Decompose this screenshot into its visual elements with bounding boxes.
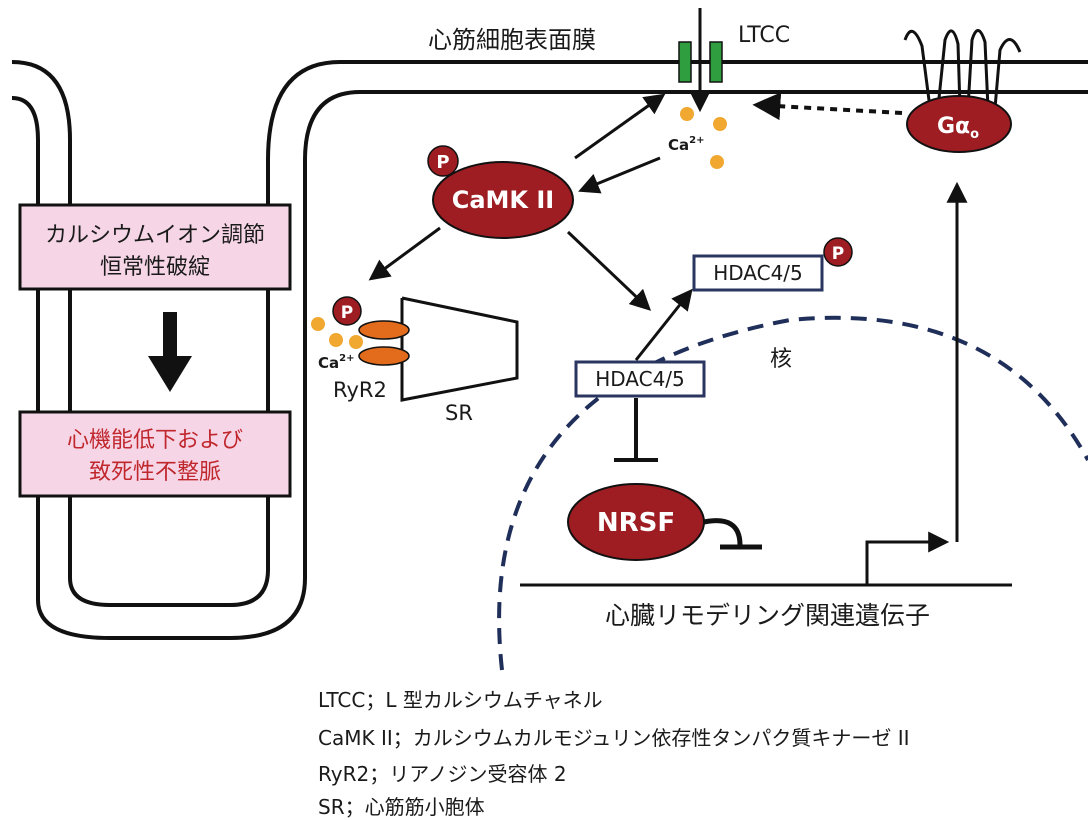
downward-arrow	[148, 312, 192, 392]
ca-ryr-label: Ca2+	[318, 353, 354, 372]
gene-label: 心臓リモデリング関連遺伝子	[605, 601, 930, 630]
ltcc-channel	[678, 8, 723, 113]
box2-line1: 心機能低下および	[67, 428, 243, 453]
legend-item: LTCC；L 型カルシウムチャネル	[318, 688, 603, 712]
gao-protein	[906, 95, 1012, 153]
camk2-arrows	[368, 93, 666, 311]
hdac-nucleus-box	[574, 360, 706, 398]
camk2-label: CaMK II	[452, 186, 555, 214]
sr-structure	[400, 296, 519, 402]
legend: LTCC；L 型カルシウムチャネル CaMK II；カルシウムカルモジュリン依存…	[318, 688, 910, 819]
cell-membrane	[11, 60, 1088, 640]
hdac-nucleus-label: HDAC4/5	[595, 367, 685, 391]
camk2-protein	[432, 161, 574, 239]
nucleus-label: 核	[770, 347, 792, 372]
calcium-homeostasis-box	[18, 203, 292, 291]
ryr2-phospho-label: P	[341, 303, 353, 323]
legend-item: SR；心筋筋小胞体	[318, 795, 485, 819]
ryr2-label: RyR2	[333, 378, 387, 402]
box1-line2: 恒常性破綻	[100, 255, 210, 280]
hdac-inhibits-nrsf	[614, 398, 658, 462]
hdac-phospho-badge	[823, 237, 853, 267]
ca-membrane-label: Ca2+	[668, 135, 704, 154]
cardiac-dysfunction-box	[18, 410, 292, 498]
nrsf-repression-arc	[703, 518, 743, 546]
camk2-phospho-badge	[427, 145, 459, 177]
hdac-export-arrow	[634, 288, 693, 361]
gao-to-ltcc-arrow	[752, 92, 903, 121]
ca-ions-ryr	[311, 317, 363, 349]
hdac-cytoplasm-box	[692, 254, 824, 292]
hdac-phospho-label: P	[832, 244, 844, 264]
ryr2-phospho-badge	[332, 296, 362, 326]
sr-label: SR	[445, 401, 473, 425]
nucleus-envelope	[497, 315, 1088, 671]
legend-item: CaMK II；カルシウムカルモジュリン依存性タンパク質キナーゼ II	[318, 726, 910, 750]
ltcc-label: LTCC	[738, 23, 790, 48]
box2-line2: 致死性不整脈	[89, 460, 221, 485]
transcription-start-arrow	[865, 531, 950, 585]
ryr2-channel	[358, 320, 410, 366]
gpcr-receptor	[903, 29, 1022, 109]
legend-item: RyR2；リアノジン受容体 2	[318, 762, 567, 786]
hdac-cytoplasm-label: HDAC4/5	[713, 261, 803, 285]
membrane-label: 心筋細胞表面膜	[428, 26, 596, 54]
ca-ions-membrane	[680, 107, 727, 169]
box1-line1: カルシウムイオン調節	[45, 223, 265, 248]
gao-label: Gαo	[937, 114, 979, 142]
nrsf-label: NRSF	[597, 508, 675, 538]
camk2-phospho-label: P	[436, 152, 449, 173]
